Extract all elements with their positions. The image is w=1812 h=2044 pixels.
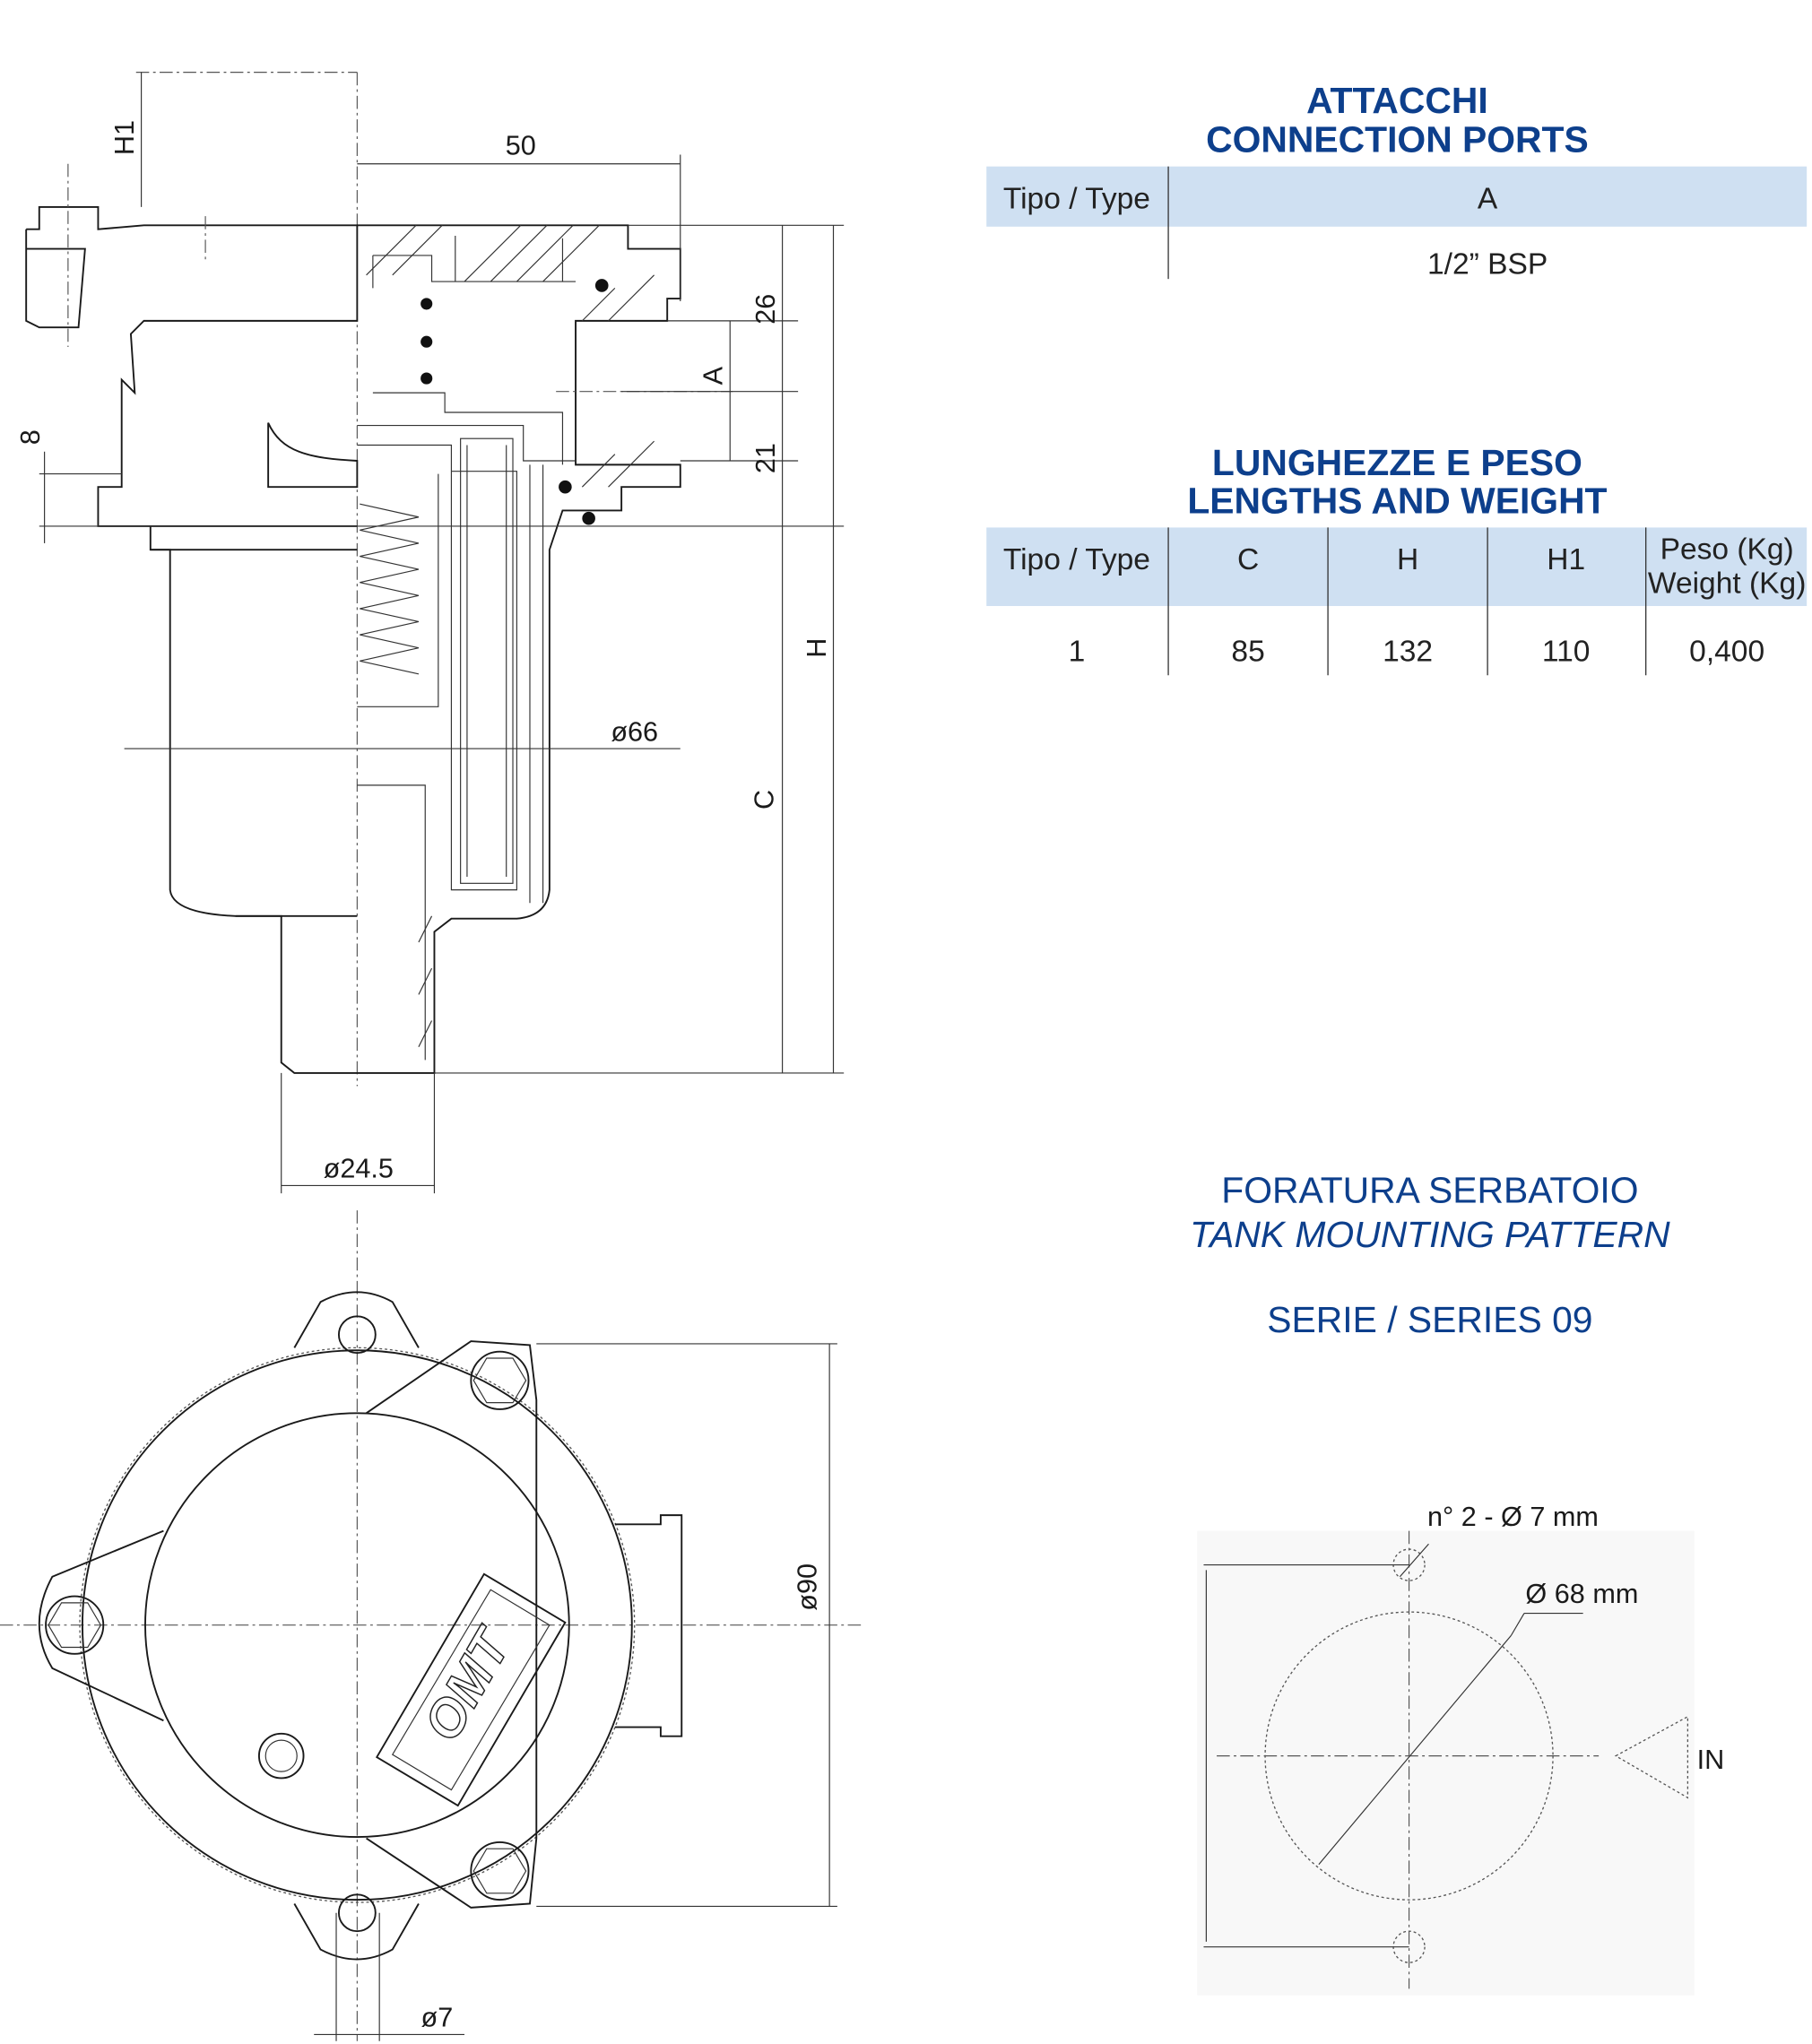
dim-21-label: 21 (750, 443, 781, 473)
dim-h1-label: H1 (109, 120, 140, 155)
dim-66-label: ø66 (611, 716, 658, 747)
lengths-title-en: LENGTHS AND WEIGHT (1187, 480, 1607, 521)
lengths-cell-type: 1 (1069, 635, 1086, 668)
tank-mounting-section: FORATURA SERBATOIO TANK MOUNTING PATTERN… (1190, 1169, 1725, 1996)
dim-8-label: 8 (15, 429, 46, 445)
tank-series: SERIE / SERIES 09 (1267, 1299, 1592, 1340)
ports-cell-a: 1/2” BSP (1427, 247, 1548, 281)
side-section-view: H1 50 26 A 21 8 H C ø66 ø24.5 (15, 72, 845, 1194)
lengths-title-it: LUNGHEZZE E PESO (1212, 442, 1582, 483)
spring (360, 503, 420, 675)
lengths-header-type: Tipo / Type (1003, 543, 1150, 576)
dim-7-label: ø7 (420, 2003, 453, 2033)
lengths-cell-weight: 0,400 (1689, 635, 1764, 668)
ports-header-a: A (1478, 182, 1498, 215)
dim-90-label: ø90 (793, 1563, 823, 1611)
lengths-header-c: C (1237, 543, 1259, 576)
lengths-cell-h1: 110 (1542, 635, 1590, 668)
dim-26-label: 26 (750, 294, 781, 325)
circle-diameter-label: Ø 68 mm (1525, 1579, 1638, 1609)
lengths-header-weight: Weight (Kg) (1648, 567, 1807, 600)
lengths-header-peso: Peso (Kg) (1660, 533, 1794, 566)
dim-c-label: C (749, 790, 779, 810)
tank-title-en: TANK MOUNTING PATTERN (1190, 1214, 1670, 1255)
connection-ports-section: ATTACCHI CONNECTION PORTS Tipo / Type A … (986, 80, 1808, 281)
svg-text:OMT: OMT (413, 1617, 524, 1751)
lengths-cell-c: 85 (1231, 635, 1264, 668)
holes-label: n° 2 - Ø 7 mm (1427, 1502, 1599, 1532)
top-view: OMT ø90 ø7 (0, 1210, 864, 2041)
connection-ports-title-en: CONNECTION PORTS (1206, 119, 1589, 160)
dim-24-5-label: ø24.5 (324, 1154, 394, 1184)
inlet-label: IN (1697, 1745, 1725, 1775)
lengths-weight-section: LUNGHEZZE E PESO LENGTHS AND WEIGHT Tipo… (986, 442, 1808, 676)
ports-header-type: Tipo / Type (1003, 182, 1150, 215)
dim-50-label: 50 (506, 131, 536, 161)
dim-a-label: A (698, 366, 728, 385)
lengths-header-h1: H1 (1547, 543, 1585, 576)
tank-title-it: FORATURA SERBATOIO (1221, 1169, 1638, 1210)
lengths-header-h: H (1397, 543, 1418, 576)
dim-h-label: H (802, 638, 832, 658)
connection-ports-title-it: ATTACCHI (1306, 80, 1488, 121)
lengths-cell-h: 132 (1383, 635, 1433, 668)
